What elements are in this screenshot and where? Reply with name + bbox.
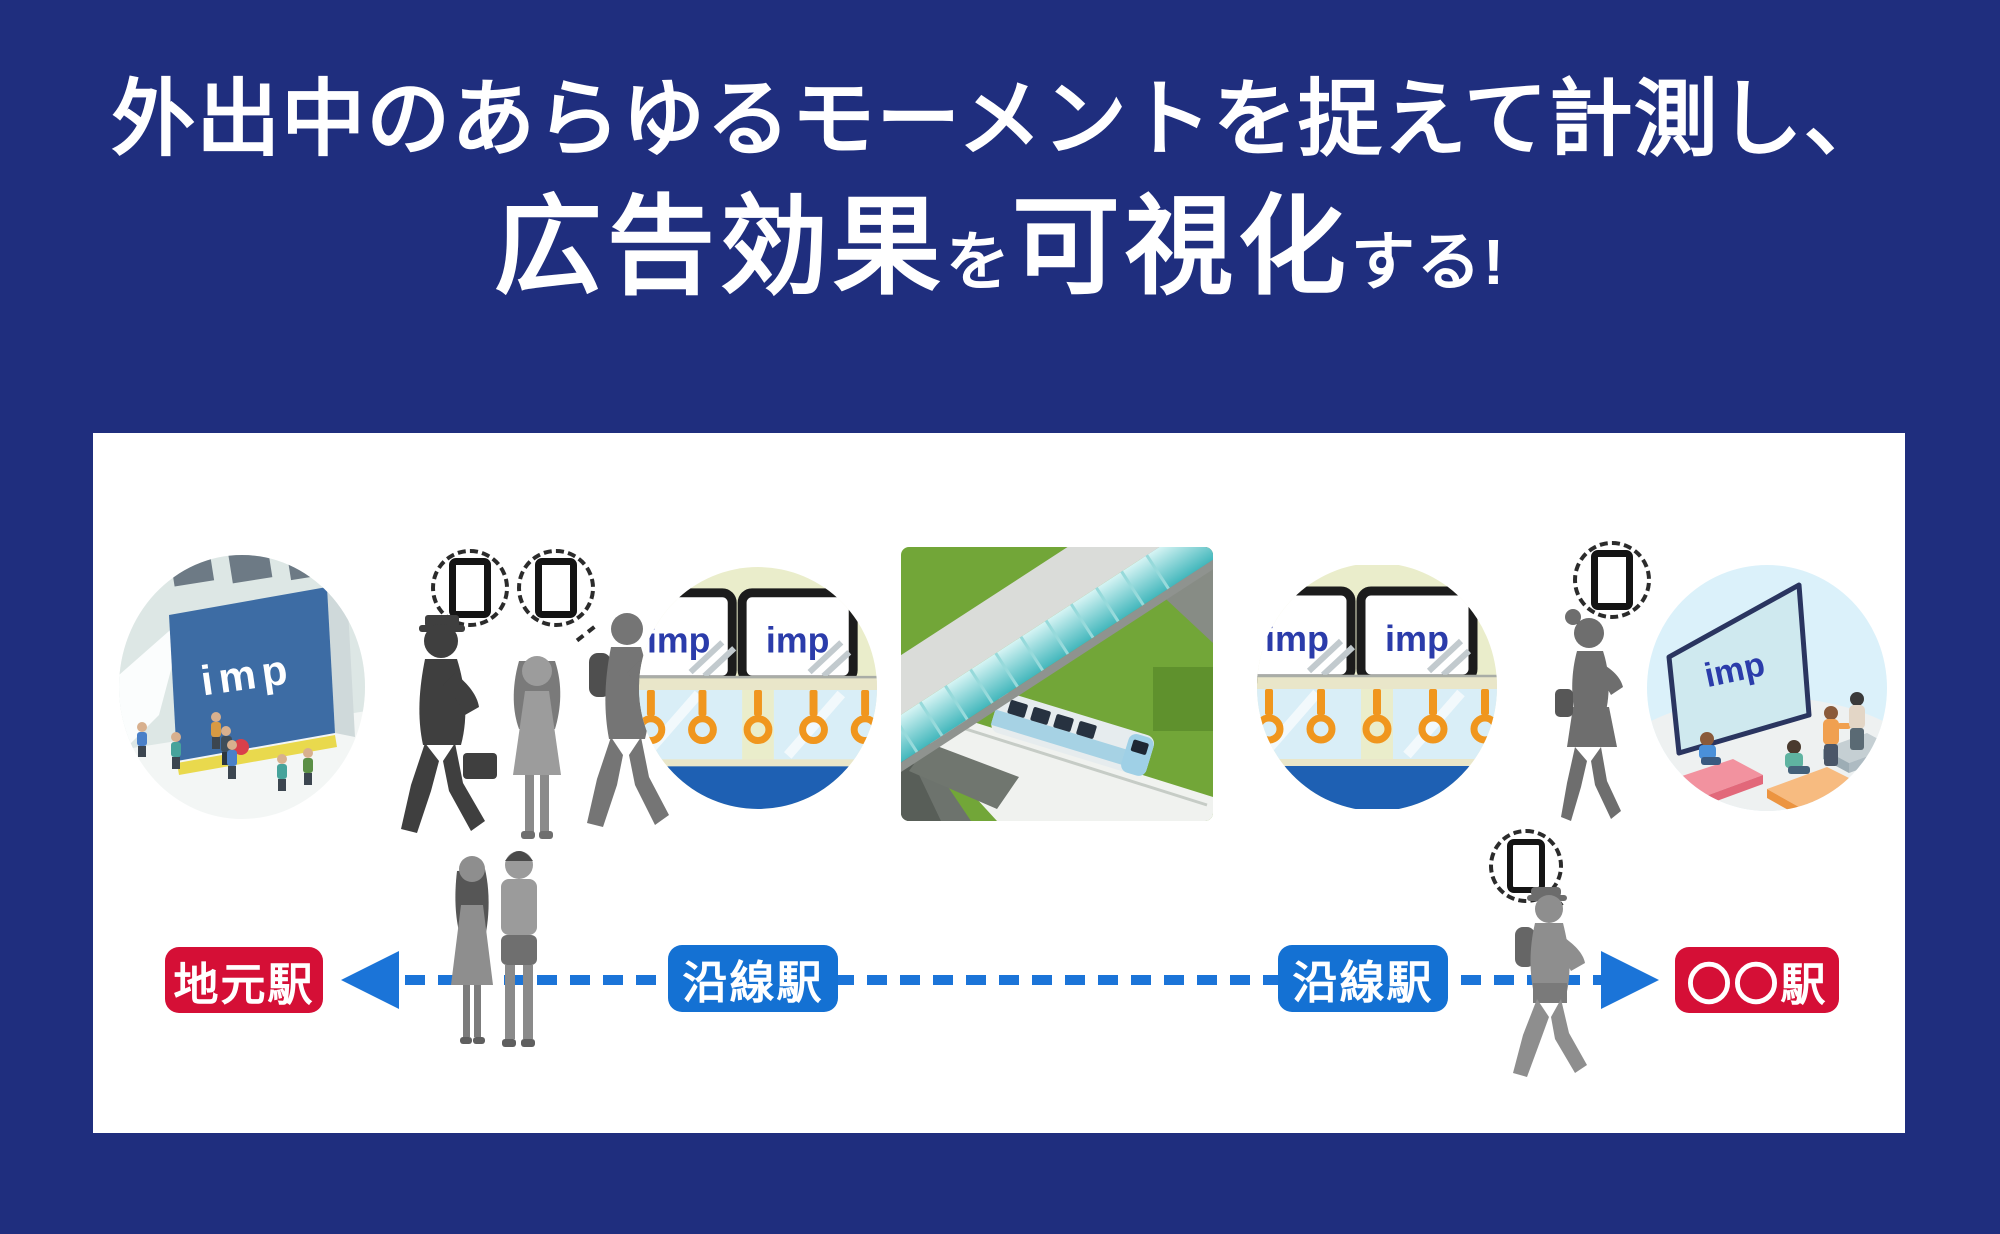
commuter-woman-silhouette: [1555, 609, 1623, 821]
station-label-line-2: 沿線駅: [1278, 945, 1448, 1012]
station-light-wedge: [119, 617, 185, 755]
billboard-frame-edge: [327, 587, 355, 737]
ad-screen-imp-label-right: imp: [1385, 618, 1449, 659]
elevated-train-illustration: [901, 547, 1213, 821]
smartphone-icon: [535, 558, 577, 618]
home-screen-illustration: imp: [1647, 565, 1887, 811]
station-label-destination-text: 〇〇駅: [1686, 958, 1828, 1010]
headline-line2-particle: を: [945, 226, 1012, 298]
standing-couple-silhouette: [451, 851, 537, 1047]
station-label-home-text: 地元駅: [173, 958, 315, 1010]
route-dashed-line: [405, 975, 1601, 985]
train-ad-screens: imp imp: [1257, 586, 1478, 684]
journey-diagram-panel: imp: [93, 433, 1905, 1133]
elevated-train-scene: [901, 547, 1213, 821]
train-interior-illustration: imp imp: [639, 567, 877, 809]
smartphone-icon: [449, 558, 491, 618]
train-interior-scene-2: imp imp: [1257, 563, 1497, 811]
station-billboard-scene: imp: [119, 555, 365, 819]
phone-speech-bubble-3: [1573, 541, 1651, 619]
station-label-destination: 〇〇駅: [1675, 947, 1839, 1013]
train-interior-scene-1: imp imp: [639, 567, 877, 809]
ad-screen-imp-label-left: imp: [1265, 618, 1329, 659]
smartphone-icon: [1591, 550, 1633, 610]
home-screen-scene: imp: [1647, 565, 1887, 811]
headline-line2-emphasis-1: 広告効果: [493, 186, 946, 307]
viewers: [1699, 692, 1865, 774]
highway-overpass: [901, 547, 1213, 792]
phone-speech-bubble-1: [431, 549, 509, 627]
pink-mat: [1673, 759, 1763, 806]
station-label-line-2-text: 沿線駅: [1292, 957, 1434, 1008]
phone-speech-bubble-2: [517, 549, 595, 627]
headline-line-2: 広告効果を可視化する!: [0, 160, 2000, 316]
billboard-screen: [169, 587, 335, 761]
ad-screen-imp-label-right: imp: [766, 620, 829, 660]
orange-mat: [1767, 767, 1859, 811]
train-icon: [990, 692, 1155, 776]
headline-line-1: 外出中のあらゆるモーメントを捉えて計測し、: [111, 72, 1889, 166]
station-billboard-illustration: imp: [119, 555, 365, 819]
station-label-line-1-text: 沿線駅: [682, 957, 824, 1008]
hanging-straps: [1257, 689, 1497, 744]
station-label-home: 地元駅: [165, 947, 323, 1013]
home-tv-screen: [1666, 582, 1812, 756]
train-ad-screens: imp imp: [639, 588, 858, 685]
pedestrian-businessman-silhouette: [401, 615, 497, 833]
hanging-straps: [639, 689, 877, 745]
headline-line2-emphasis-2: 可視化: [1011, 186, 1351, 307]
station-crowd: [137, 712, 313, 791]
ad-screen-imp-label-left: imp: [647, 620, 710, 660]
phone-speech-bubble-4: [1489, 829, 1563, 903]
smartphone-icon: [1507, 839, 1545, 893]
pedestrian-woman-silhouette: [513, 656, 561, 839]
headline-line2-suffix: する!: [1350, 226, 1507, 298]
platform-yellow-line: [177, 735, 337, 775]
route-arrow-left: [341, 951, 399, 1009]
station-label-line-1: 沿線駅: [668, 945, 838, 1012]
walking-commuter-silhouette: [1513, 887, 1587, 1077]
train-interior-illustration: imp imp: [1257, 565, 1497, 809]
station-roof-windows: [168, 555, 331, 587]
route-arrow-right: [1601, 951, 1659, 1009]
